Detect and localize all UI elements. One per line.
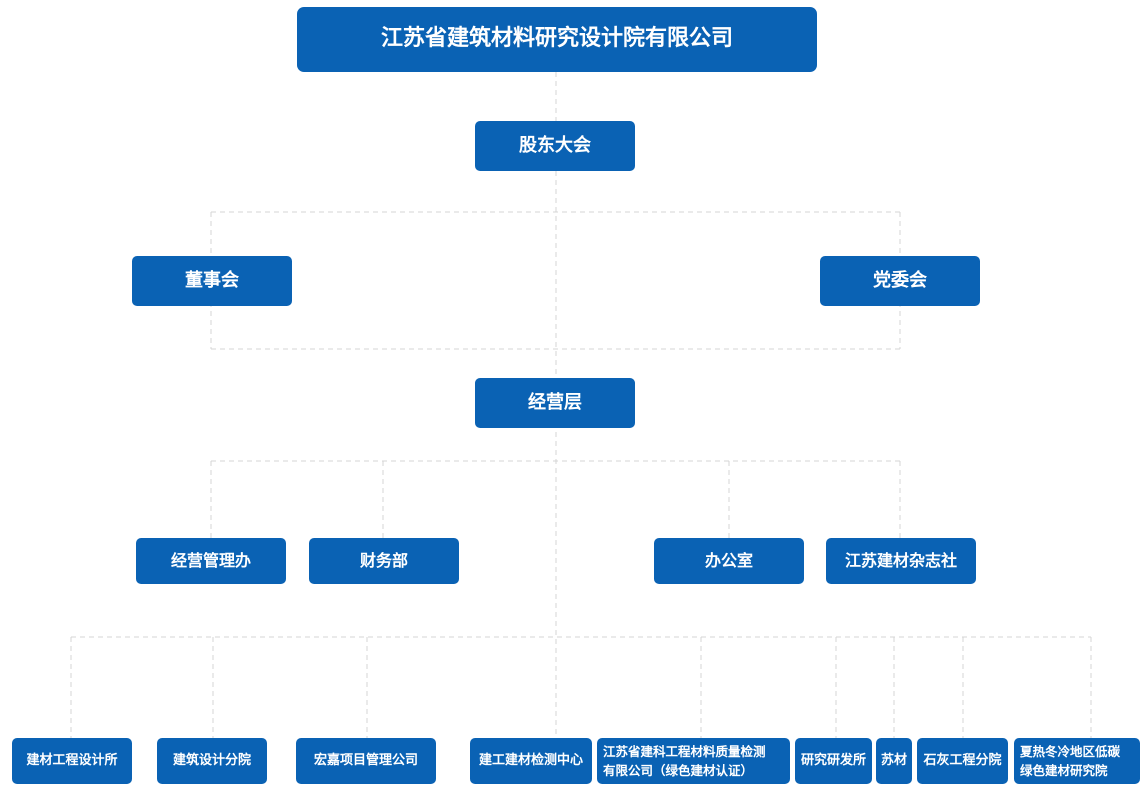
management-node: 经营层 bbox=[475, 378, 635, 428]
unit-node: 建筑设计分院 bbox=[157, 738, 267, 784]
department-label: 经营管理办 bbox=[170, 550, 251, 570]
unit-label-line-1: 江苏省建科工程材料质量检测 bbox=[603, 743, 766, 759]
unit-node: 石灰工程分院 bbox=[917, 738, 1008, 784]
shareholders-meeting-node: 股东大会 bbox=[475, 121, 635, 171]
unit-label: 宏嘉项目管理公司 bbox=[313, 752, 418, 768]
shareholders-meeting-label: 股东大会 bbox=[519, 135, 591, 157]
management-label: 经营层 bbox=[528, 392, 582, 414]
unit-label-line-2: 有限公司（绿色建材认证） bbox=[603, 763, 754, 778]
company-name: 江苏省建筑材料研究设计院有限公司 bbox=[380, 26, 733, 52]
department-label: 江苏建材杂志社 bbox=[844, 550, 957, 570]
department-node: 财务部 bbox=[309, 538, 459, 584]
board-of-directors-node: 董事会 bbox=[132, 256, 292, 306]
unit-label: 研究研发所 bbox=[800, 752, 866, 768]
unit-node: 苏材 bbox=[876, 738, 912, 784]
party-committee-label: 党委会 bbox=[873, 270, 927, 292]
department-label: 办公室 bbox=[704, 550, 753, 570]
unit-node: 江苏省建科工程材料质量检测 有限公司（绿色建材认证） bbox=[597, 738, 790, 784]
unit-node: 夏热冬冷地区低碳 绿色建材研究院 bbox=[1014, 738, 1140, 784]
unit-label: 建材工程设计所 bbox=[26, 752, 118, 768]
department-node: 江苏建材杂志社 bbox=[826, 538, 976, 584]
board-of-directors-label: 董事会 bbox=[185, 270, 239, 292]
unit-label: 建筑设计分院 bbox=[172, 752, 251, 768]
party-committee-node: 党委会 bbox=[820, 256, 980, 306]
unit-node: 研究研发所 bbox=[795, 738, 872, 784]
company-node: 江苏省建筑材料研究设计院有限公司 bbox=[297, 7, 817, 72]
unit-label-line-2: 绿色建材研究院 bbox=[1020, 763, 1108, 778]
unit-label: 建工建材检测中心 bbox=[478, 752, 583, 768]
unit-label-line-1: 夏热冬冷地区低碳 bbox=[1020, 743, 1121, 759]
department-node: 经营管理办 bbox=[136, 538, 286, 584]
unit-node: 宏嘉项目管理公司 bbox=[296, 738, 436, 784]
unit-node: 建材工程设计所 bbox=[12, 738, 132, 784]
unit-label: 石灰工程分院 bbox=[923, 752, 1002, 768]
unit-node: 建工建材检测中心 bbox=[470, 738, 592, 784]
unit-label: 苏材 bbox=[880, 752, 907, 768]
department-node: 办公室 bbox=[654, 538, 804, 584]
department-label: 财务部 bbox=[359, 550, 408, 570]
